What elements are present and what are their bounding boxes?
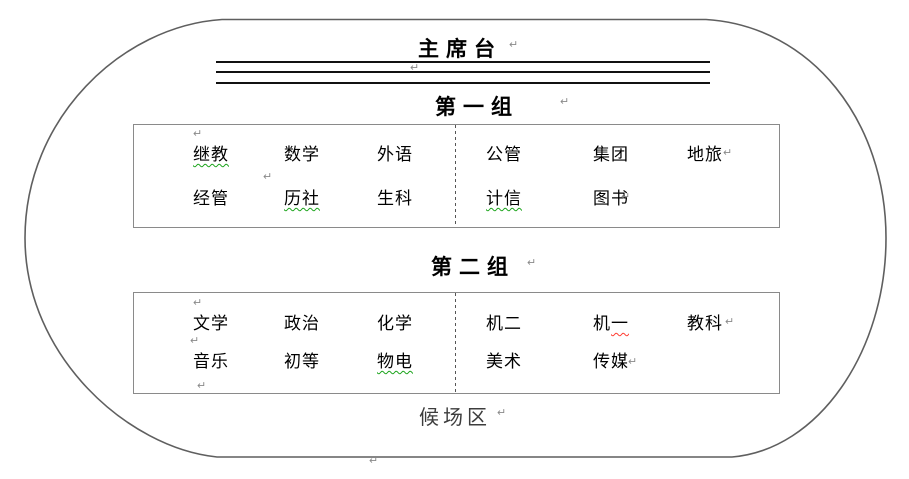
paragraph-mark-icon: ↵ bbox=[193, 297, 203, 309]
dept-label: 美术 bbox=[486, 352, 522, 371]
paragraph-mark-icon: ↵ bbox=[628, 356, 638, 368]
group2-label: 第二组 bbox=[431, 256, 515, 279]
dept-label: 文学 bbox=[193, 314, 229, 333]
paragraph-mark-icon: ↵ bbox=[263, 171, 273, 183]
group1-box: 继教 数学 外语 公管 集团 地旅 经管 历社 生科 计信 图书 bbox=[133, 124, 780, 228]
paragraph-mark-icon: ↵ bbox=[190, 335, 200, 347]
rostrum-platform-line bbox=[216, 71, 710, 73]
dept-label: 图书 bbox=[593, 189, 629, 208]
group2-divider-dashed-line bbox=[455, 293, 456, 393]
dept-label: 机一 bbox=[593, 314, 629, 333]
dept-label: 化学 bbox=[377, 314, 413, 333]
dept-label: 生科 bbox=[377, 189, 413, 208]
dept-label-part-misspelled: 一 bbox=[611, 314, 629, 333]
rostrum-platform-line bbox=[216, 61, 710, 63]
dept-label: 集团 bbox=[593, 145, 629, 164]
paragraph-mark-icon: ↵ bbox=[560, 96, 570, 108]
dept-label: 传媒 bbox=[593, 352, 629, 371]
paragraph-mark-icon: ↵ bbox=[193, 128, 203, 140]
dept-label: 继教 bbox=[193, 145, 229, 164]
dept-label: 公管 bbox=[486, 145, 522, 164]
group2-box: 文学 政治 化学 机二 机一 教科 音乐 初等 物电 美术 传媒 bbox=[133, 292, 780, 394]
dept-label: 地旅 bbox=[687, 145, 723, 164]
paragraph-mark-icon: ↵ bbox=[410, 62, 420, 74]
dept-label: 初等 bbox=[284, 352, 320, 371]
dept-label: 经管 bbox=[193, 189, 229, 208]
paragraph-mark-icon: ↵ bbox=[723, 147, 733, 159]
waiting-area-label: 候场区 bbox=[419, 407, 491, 429]
dept-label: 音乐 bbox=[193, 352, 229, 371]
dept-label: 机二 bbox=[486, 314, 522, 333]
rostrum-platform-line bbox=[216, 82, 710, 84]
paragraph-mark-icon: ↵ bbox=[527, 257, 537, 269]
dept-label: 教科 bbox=[687, 314, 723, 333]
paragraph-mark-icon: ↵ bbox=[497, 407, 507, 419]
dept-label: 历社 bbox=[284, 189, 320, 208]
dept-label: 数学 bbox=[284, 145, 320, 164]
dept-label-part: 机 bbox=[593, 314, 611, 333]
paragraph-mark-icon: ↵ bbox=[621, 191, 631, 203]
group1-divider-dashed-line bbox=[455, 125, 456, 227]
dept-label: 外语 bbox=[377, 145, 413, 164]
dept-label: 政治 bbox=[284, 314, 320, 333]
paragraph-mark-icon: ↵ bbox=[369, 455, 379, 467]
paragraph-mark-icon: ↵ bbox=[509, 39, 519, 51]
rostrum-title: 主席台 bbox=[418, 38, 502, 61]
paragraph-mark-icon: ↵ bbox=[725, 316, 735, 328]
dept-label: 计信 bbox=[486, 189, 522, 208]
group1-label: 第一组 bbox=[435, 96, 519, 119]
dept-label: 物电 bbox=[377, 352, 413, 371]
paragraph-mark-icon: ↵ bbox=[197, 380, 207, 392]
